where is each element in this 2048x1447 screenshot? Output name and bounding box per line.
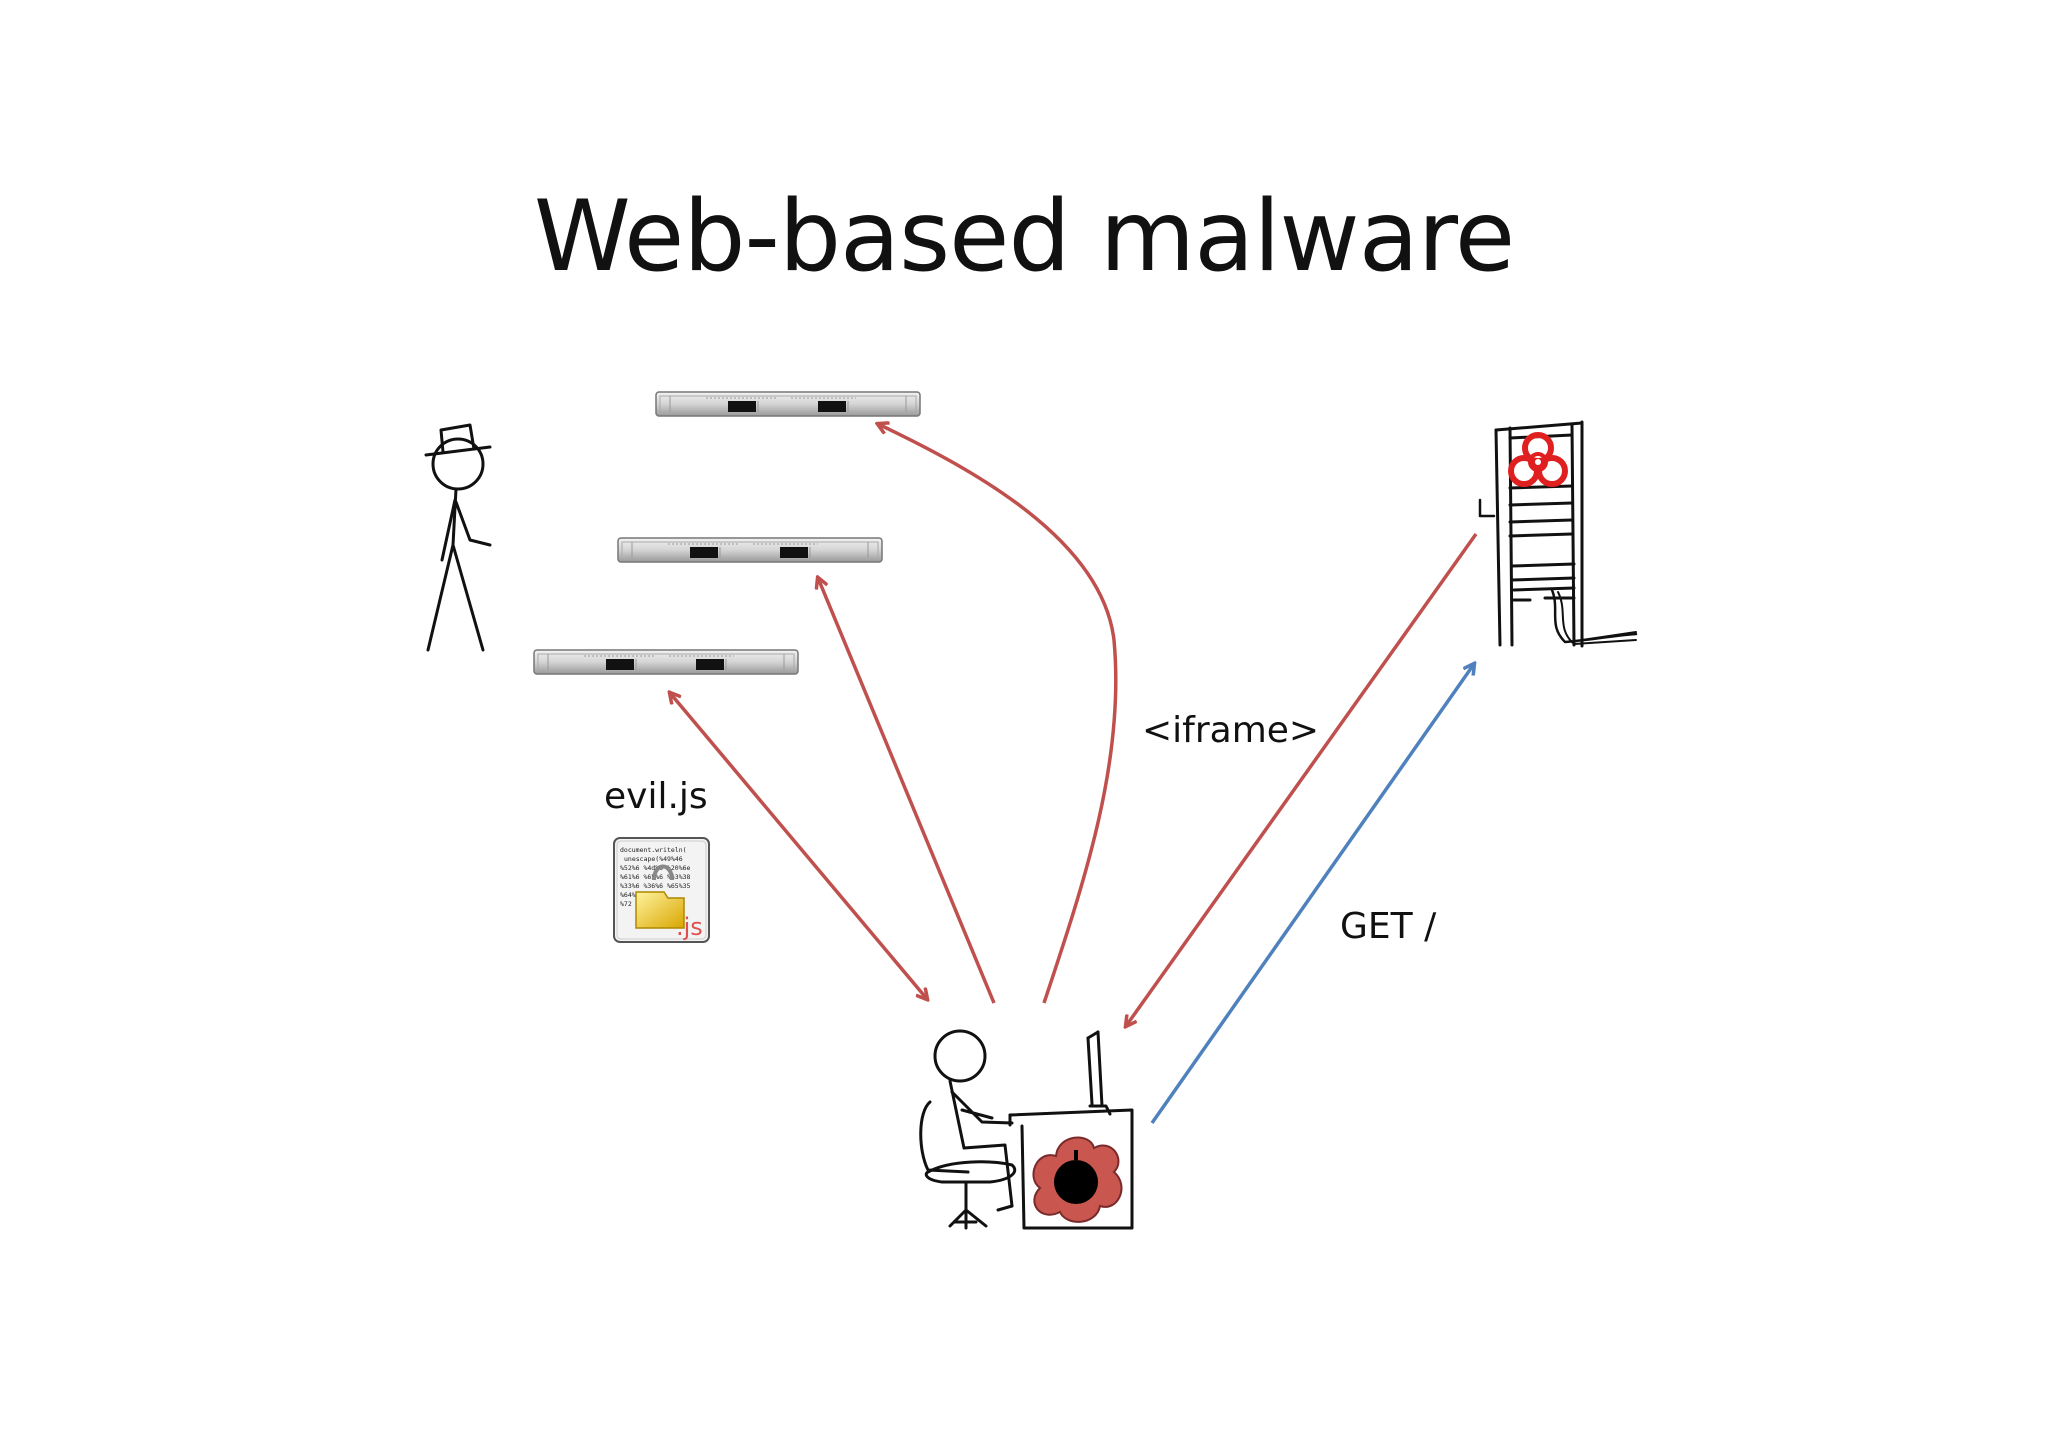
server-icon	[533, 649, 799, 675]
js-code-line: %52%6 %4d%6 %20%6e	[620, 864, 691, 872]
bomb-icon	[1032, 1136, 1123, 1223]
arrow-malicious-to-victim	[1126, 532, 1478, 1026]
arrow-victim-server1	[878, 424, 1118, 1004]
server-icon	[617, 537, 883, 563]
get-request-label: GET /	[1340, 906, 1437, 947]
biohazard-icon	[1508, 432, 1568, 487]
arrow-victim-server2	[818, 578, 996, 1004]
attacker-figure	[424, 423, 492, 652]
malicious-server-icon	[1478, 420, 1638, 648]
js-code-line: unescape(%49%46	[624, 855, 683, 863]
victim-at-computer	[919, 1029, 1134, 1230]
arrow-get-request	[1150, 664, 1474, 1125]
evil-js-label: evil.js	[604, 776, 708, 817]
server-icon	[655, 391, 921, 417]
js-file-extension: .js	[676, 913, 703, 941]
arrow-victim-server3	[670, 693, 927, 999]
iframe-label: <iframe>	[1142, 710, 1320, 751]
js-code-line: %33%6 %36%6 %65%35	[620, 882, 691, 890]
page-title: Web-based malware	[533, 180, 1515, 294]
js-file-icon: document.writeln( unescape(%49%46 %52%6 …	[613, 837, 710, 943]
js-code-line: %72	[620, 900, 632, 908]
js-code-line: document.writeln(	[620, 846, 687, 854]
